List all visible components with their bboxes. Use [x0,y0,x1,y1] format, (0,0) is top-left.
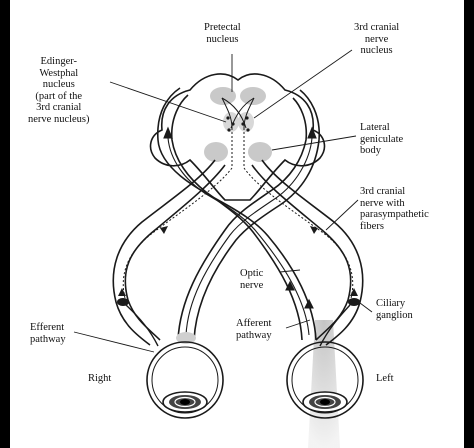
pretectal-interneurons [221,97,255,168]
left-eye [286,341,364,419]
pretectal-nucleus-right [240,87,266,105]
leader-third-para [325,199,359,231]
label-third-nerve-parasympathetic: 3rd cranial nerve with parasympathetic f… [360,186,429,232]
third-cranial-nerve-right [112,159,226,346]
label-third-cranial-nucleus: 3rd cranial nerve nucleus [354,22,400,56]
lateral-geniculate-body-right [248,142,272,162]
leader-ciliary [359,302,373,313]
label-ciliary-ganglion: Ciliary ganglion [376,298,413,321]
edinger-westphal-nucleus-right [238,112,254,132]
right-eye [146,341,224,419]
pupillary-reflex-diagram [73,49,373,448]
leader-lgb [271,135,357,151]
optic-pathway [157,87,320,341]
label-right-eye: Right [88,373,112,384]
leader-lines [73,49,373,353]
midbrain-outline [149,73,326,201]
label-edinger-westphal: Edinger- Westphal nucleus (part of the 3… [28,56,90,125]
leader-edinger [109,81,227,123]
nucleus-dots [226,116,250,132]
pretectal-nucleus-left [210,87,236,105]
label-efferent-pathway: Efferent pathway [30,322,66,345]
leader-third-nucleus [253,49,353,119]
optic-disc-shade-right [176,332,196,344]
efferent-arrows [118,226,358,296]
label-pretectal-nucleus: Pretectal nucleus [204,22,241,45]
label-optic-nerve: Optic nerve [240,268,264,291]
label-afferent-pathway: Afferent pathway [236,318,272,341]
lateral-geniculate-body-left [204,142,228,162]
ciliary-ganglion-left [348,298,360,306]
diagram-frame: Pretectal nucleus 3rd cranial nerve nucl… [10,0,464,448]
leader-optic [279,269,301,273]
leader-efferent [73,331,155,353]
label-left-eye: Left [376,373,394,384]
leader-afferent [285,319,311,329]
label-lateral-geniculate-body: Lateral geniculate body [360,122,404,156]
light-beam [308,320,340,448]
ciliary-ganglion-right [117,298,129,306]
efferent-dotted-paths [122,167,354,303]
afferent-arrows [163,126,317,336]
